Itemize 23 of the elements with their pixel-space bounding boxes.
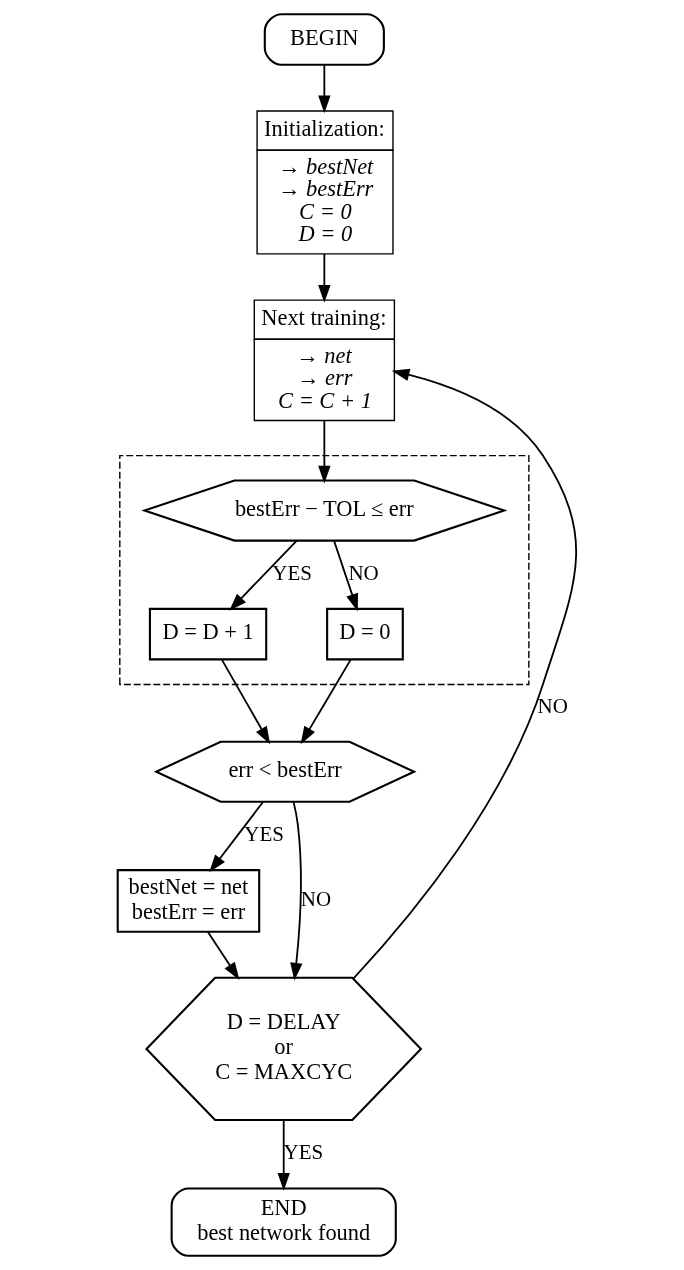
edge-label: NO <box>537 693 568 718</box>
node-box: D = 0 <box>325 607 404 661</box>
arrow <box>277 1119 290 1191</box>
arrow <box>300 658 352 745</box>
arrow <box>332 539 358 612</box>
arrow <box>228 539 298 611</box>
arrow <box>289 801 302 981</box>
cluster <box>118 454 530 686</box>
edge-label: NO <box>300 886 331 911</box>
edge-label: YES <box>271 560 312 585</box>
edge-label: NO <box>347 560 379 585</box>
node-box: bestNet = net bestErr = err <box>116 869 260 933</box>
arrow <box>351 368 577 980</box>
node-box: BEGIN <box>263 13 385 66</box>
arrow <box>220 658 270 745</box>
arrow <box>208 800 264 873</box>
arrow <box>206 931 239 980</box>
node-box: D = D + 1 <box>148 607 267 661</box>
arrow <box>317 253 331 303</box>
arrow <box>317 64 331 114</box>
edge-label: YES <box>243 821 284 846</box>
node-box: END best network found <box>170 1187 397 1257</box>
arrow <box>317 419 331 484</box>
